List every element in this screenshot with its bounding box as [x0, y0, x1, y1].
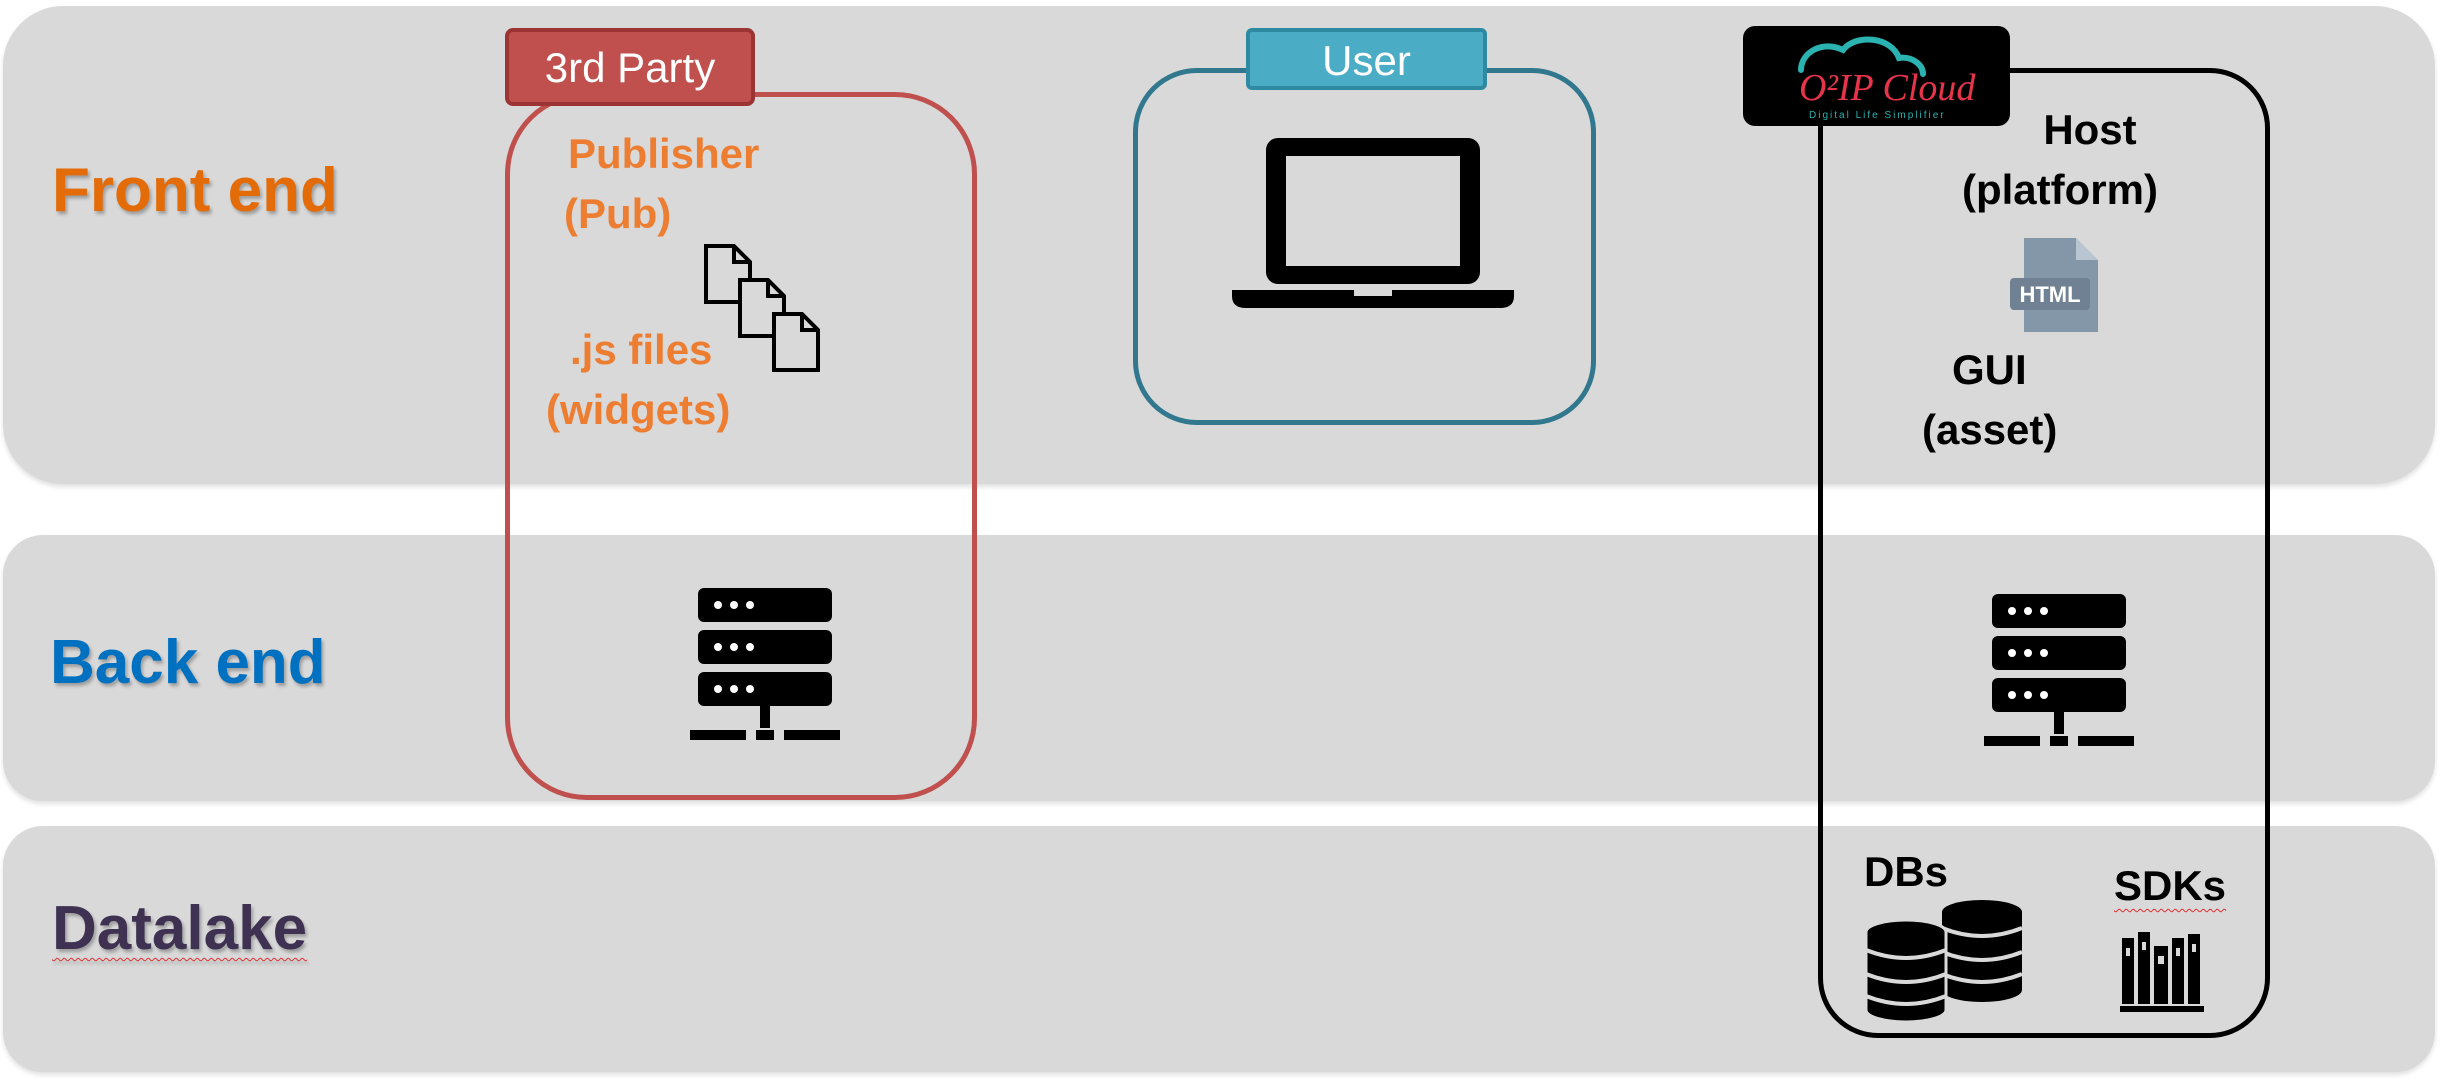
- database-icon: [1864, 900, 2023, 1024]
- library-books-icon: [2120, 932, 2204, 1012]
- widgets-line: (widgets): [546, 386, 731, 433]
- logo-brand-text: O²IP Cloud: [1799, 67, 1976, 109]
- dbs-label: DBs: [1864, 848, 1949, 895]
- user-tab: User: [1246, 28, 1487, 90]
- server-icon: [1984, 594, 2134, 746]
- host-frame: [1818, 68, 2270, 1038]
- server-icon: [690, 588, 840, 740]
- cloud-logo-icon: O²IP Cloud Digital Life Simplifier: [1798, 36, 1976, 121]
- js-files-label: .js files (widgets): [546, 320, 730, 440]
- o2ip-cloud-logo: O²IP Cloud Digital Life Simplifier: [1743, 26, 2010, 126]
- gui-line: GUI: [1952, 346, 2027, 393]
- host-line: Host: [2043, 106, 2137, 153]
- html-file-icon: HTML: [2010, 238, 2098, 332]
- front-end-label: Front end: [52, 156, 338, 225]
- publisher-line: Publisher: [568, 130, 760, 177]
- html-badge-text: HTML: [2019, 282, 2080, 307]
- datalake-band: [3, 826, 2435, 1072]
- documents-icon: [704, 244, 820, 372]
- publisher-label: Publisher (Pub): [564, 124, 760, 244]
- back-end-label: Back end: [50, 628, 326, 697]
- third-party-tab: 3rd Party: [505, 28, 755, 106]
- publisher-abbrev-line: (Pub): [564, 190, 672, 237]
- sdks-label: SDKs: [2114, 862, 2227, 909]
- logo-tagline-text: Digital Life Simplifier: [1809, 110, 1946, 121]
- datalake-label: Datalake: [52, 894, 308, 963]
- asset-line: (asset): [1922, 406, 2058, 453]
- js-files-line: .js files: [570, 326, 713, 373]
- platform-line: (platform): [1962, 166, 2158, 213]
- laptop-icon: [1232, 138, 1514, 308]
- gui-label: GUI (asset): [1922, 340, 2057, 460]
- host-label: Host (platform): [1962, 100, 2158, 220]
